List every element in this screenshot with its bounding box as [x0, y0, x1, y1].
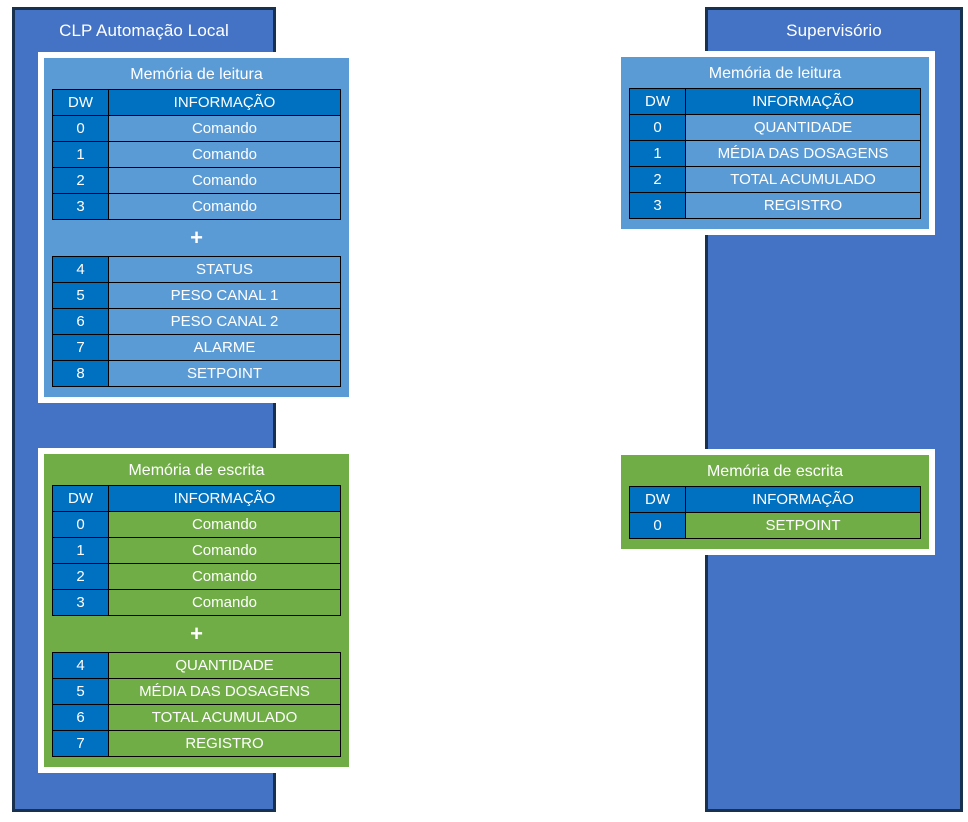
- column-header-dw: DW: [52, 485, 109, 512]
- cell-info: TOTAL ACUMULADO: [685, 166, 921, 193]
- cell-dw: 6: [52, 308, 109, 335]
- column-header-dw: DW: [629, 486, 686, 513]
- table-row: 7 ALARME: [52, 334, 341, 361]
- cell-info: Comando: [108, 115, 341, 142]
- cell-dw: 7: [52, 334, 109, 361]
- memory-table-top: DW INFORMAÇÃO 0 Comando 1 Comando 2 Coma…: [52, 89, 341, 220]
- table-row: 4 QUANTIDADE: [52, 652, 341, 679]
- cell-info: PESO CANAL 1: [108, 282, 341, 309]
- cell-info: Comando: [108, 141, 341, 168]
- plus-separator: +: [190, 621, 203, 646]
- memory-table-bottom: 4 STATUS 5 PESO CANAL 1 6 PESO CANAL 2 7…: [52, 256, 341, 387]
- cell-info: QUANTIDADE: [108, 652, 341, 679]
- card-supervisorio-memoria-de-leitura: Memória de leitura DW INFORMAÇÃO 0 QUANT…: [615, 51, 935, 235]
- table-header-row: DW INFORMAÇÃO: [629, 486, 921, 513]
- cell-info: Comando: [108, 537, 341, 564]
- cell-info: PESO CANAL 2: [108, 308, 341, 335]
- cell-dw: 0: [52, 115, 109, 142]
- column-header-informacao: INFORMAÇÃO: [685, 486, 921, 513]
- panel-clp-title: CLP Automação Local: [59, 21, 229, 40]
- table-row: 3 REGISTRO: [629, 192, 921, 219]
- table-row: 1 Comando: [52, 141, 341, 168]
- table-header-row: DW INFORMAÇÃO: [52, 89, 341, 116]
- cell-info: REGISTRO: [685, 192, 921, 219]
- cell-dw: 1: [629, 140, 686, 167]
- cell-dw: 3: [52, 589, 109, 616]
- cell-dw: 5: [52, 678, 109, 705]
- column-header-informacao: INFORMAÇÃO: [108, 485, 341, 512]
- card-title: Memória de leitura: [708, 65, 842, 82]
- cell-dw: 0: [52, 511, 109, 538]
- cell-info: MÉDIA DAS DOSAGENS: [108, 678, 341, 705]
- column-header-informacao: INFORMAÇÃO: [108, 89, 341, 116]
- cell-info: MÉDIA DAS DOSAGENS: [685, 140, 921, 167]
- table-row: 0 Comando: [52, 115, 341, 142]
- card-title: Memória de escrita: [128, 462, 265, 479]
- table-row: 7 REGISTRO: [52, 730, 341, 757]
- cell-dw: 3: [629, 192, 686, 219]
- table-row: 3 Comando: [52, 589, 341, 616]
- cell-info: REGISTRO: [108, 730, 341, 757]
- cell-dw: 4: [52, 256, 109, 283]
- table-row: 6 TOTAL ACUMULADO: [52, 704, 341, 731]
- cell-info: Comando: [108, 511, 341, 538]
- table-row: 2 Comando: [52, 167, 341, 194]
- cell-dw: 2: [629, 166, 686, 193]
- table-row: 8 SETPOINT: [52, 360, 341, 387]
- cell-dw: 5: [52, 282, 109, 309]
- table-row: 5 MÉDIA DAS DOSAGENS: [52, 678, 341, 705]
- memory-table-top: DW INFORMAÇÃO 0 QUANTIDADE 1 MÉDIA DAS D…: [629, 88, 921, 219]
- table-row: 6 PESO CANAL 2: [52, 308, 341, 335]
- table-row: 4 STATUS: [52, 256, 341, 283]
- table-header-row: DW INFORMAÇÃO: [629, 88, 921, 115]
- table-row: 5 PESO CANAL 1: [52, 282, 341, 309]
- table-header-row: DW INFORMAÇÃO: [52, 485, 341, 512]
- cell-info: STATUS: [108, 256, 341, 283]
- cell-dw: 2: [52, 563, 109, 590]
- cell-info: Comando: [108, 589, 341, 616]
- table-row: 2 TOTAL ACUMULADO: [629, 166, 921, 193]
- cell-info: SETPOINT: [108, 360, 341, 387]
- column-header-dw: DW: [52, 89, 109, 116]
- cell-dw: 6: [52, 704, 109, 731]
- cell-info: ALARME: [108, 334, 341, 361]
- cell-dw: 1: [52, 537, 109, 564]
- table-row: 0 Comando: [52, 511, 341, 538]
- table-row: 1 MÉDIA DAS DOSAGENS: [629, 140, 921, 167]
- memory-table-top: DW INFORMAÇÃO 0 SETPOINT: [629, 486, 921, 539]
- card-supervisorio-memoria-de-escrita: Memória de escrita DW INFORMAÇÃO 0 SETPO…: [615, 449, 935, 555]
- card-clp-memoria-de-leitura: Memória de leitura DW INFORMAÇÃO 0 Coman…: [38, 52, 355, 403]
- cell-dw: 7: [52, 730, 109, 757]
- cell-dw: 1: [52, 141, 109, 168]
- cell-info: QUANTIDADE: [685, 114, 921, 141]
- panel-supervisorio-title: Supervisório: [786, 21, 882, 40]
- table-row: 3 Comando: [52, 193, 341, 220]
- cell-dw: 2: [52, 167, 109, 194]
- plus-separator: +: [190, 225, 203, 250]
- cell-dw: 0: [629, 114, 686, 141]
- column-header-informacao: INFORMAÇÃO: [685, 88, 921, 115]
- memory-table-bottom: 4 QUANTIDADE 5 MÉDIA DAS DOSAGENS 6 TOTA…: [52, 652, 341, 757]
- cell-info: TOTAL ACUMULADO: [108, 704, 341, 731]
- cell-dw: 0: [629, 512, 686, 539]
- card-clp-memoria-de-escrita: Memória de escrita DW INFORMAÇÃO 0 Coman…: [38, 448, 355, 773]
- cell-dw: 4: [52, 652, 109, 679]
- cell-dw: 8: [52, 360, 109, 387]
- table-row: 0 SETPOINT: [629, 512, 921, 539]
- card-title: Memória de escrita: [706, 463, 844, 480]
- cell-info: SETPOINT: [685, 512, 921, 539]
- cell-dw: 3: [52, 193, 109, 220]
- table-row: 0 QUANTIDADE: [629, 114, 921, 141]
- cell-info: Comando: [108, 563, 341, 590]
- column-header-dw: DW: [629, 88, 686, 115]
- table-row: 2 Comando: [52, 563, 341, 590]
- cell-info: Comando: [108, 167, 341, 194]
- cell-info: Comando: [108, 193, 341, 220]
- memory-table-top: DW INFORMAÇÃO 0 Comando 1 Comando 2 Coma…: [52, 485, 341, 616]
- card-title: Memória de leitura: [130, 66, 263, 83]
- table-row: 1 Comando: [52, 537, 341, 564]
